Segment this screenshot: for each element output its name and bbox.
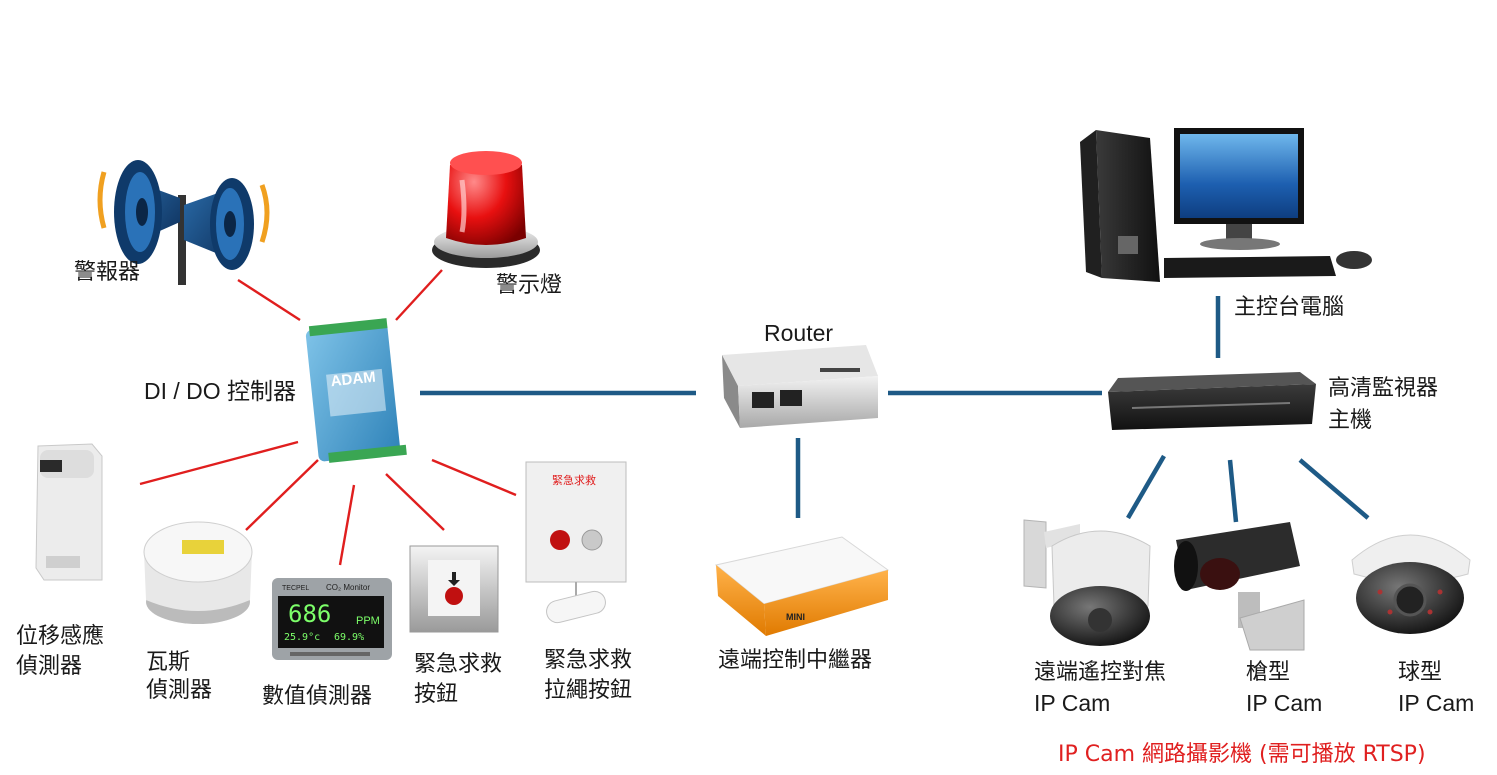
label-motion-line1: 位移感應 — [16, 624, 105, 649]
label-dome-line1: 球型 — [1398, 660, 1443, 685]
relay-brand-label: MINI — [786, 612, 805, 622]
label-button-line1: 緊急求救 — [414, 652, 503, 677]
label-motion-line2: 偵測器 — [16, 654, 83, 679]
link-siren — [237, 278, 301, 322]
dido-controller-icon: ADAM — [305, 318, 407, 463]
co2-unit-label: PPM — [356, 615, 380, 627]
io-links — [139, 269, 517, 566]
adam-brand-label: ADAM — [330, 369, 377, 391]
label-warning-light: 警示燈 — [496, 273, 563, 298]
link-gas-sensor — [245, 459, 319, 531]
motion-sensor-icon — [35, 443, 103, 581]
co2-value-label: 686 — [288, 600, 331, 628]
co2-temp-label: 25.9°c — [284, 632, 320, 643]
link-numeric-sensor — [338, 484, 356, 566]
label-gas-line1: 瓦斯 — [146, 650, 191, 675]
label-ptz-line1: 遠端遙控對焦 — [1034, 660, 1167, 685]
main-pc-icon — [1080, 128, 1372, 282]
router-icon — [722, 345, 878, 428]
label-pull-line2: 拉繩按鈕 — [544, 678, 633, 703]
label-pull-line1: 緊急求救 — [544, 648, 633, 673]
label-bullet-line2: IP Cam — [1246, 690, 1323, 716]
link-pull-button — [431, 458, 517, 497]
co2-monitor-icon: TECPEL CO₂ Monitor 686 PPM 25.9°c 69.9% — [272, 578, 392, 660]
label-dvr-line2: 主機 — [1328, 408, 1373, 433]
ptz-camera-icon — [1023, 519, 1151, 646]
co2-hum-label: 69.9% — [334, 632, 364, 643]
label-router: Router — [764, 320, 834, 346]
ipcam-note: IP Cam 網路攝影機 (需可播放 RTSP) — [1058, 742, 1426, 767]
label-dvr-line1: 高清監視器 — [1328, 376, 1439, 401]
label-dome-line2: IP Cam — [1398, 690, 1475, 716]
link-dvr-ptz — [1126, 454, 1166, 520]
link-dvr-bullet — [1227, 459, 1239, 523]
link-button — [385, 473, 445, 531]
gas-sensor-icon — [143, 521, 253, 624]
panel-title-label: 緊急求救 — [552, 473, 596, 487]
label-ptz-line2: IP Cam — [1034, 690, 1111, 716]
link-motion-sensor — [139, 440, 299, 486]
siren-icon — [97, 160, 270, 285]
co2-title-label: CO₂ Monitor — [326, 583, 370, 592]
warning-light-icon — [432, 151, 540, 268]
label-button-line2: 按鈕 — [414, 682, 459, 707]
dome-camera-icon — [1351, 534, 1471, 634]
label-gas-line2: 偵測器 — [146, 678, 213, 703]
label-bullet-line1: 槍型 — [1246, 660, 1291, 685]
label-siren: 警報器 — [74, 260, 141, 285]
co2-brand-label: TECPEL — [282, 585, 309, 592]
label-relay: 遠端控制中繼器 — [718, 648, 873, 673]
link-warning-light — [395, 269, 443, 321]
label-numeric-sensor: 數值偵測器 — [262, 684, 373, 709]
dvr-icon — [1108, 372, 1316, 430]
pull-button-icon: 緊急求救 — [525, 461, 627, 624]
emergency-button-icon — [409, 545, 499, 633]
network-links — [420, 296, 1370, 523]
bullet-camera-icon — [1174, 522, 1305, 651]
label-main-pc: 主控台電腦 — [1234, 295, 1345, 320]
link-dvr-dome — [1298, 458, 1370, 520]
relay-icon: MINI — [714, 536, 890, 636]
label-dido-controller: DI / DO 控制器 — [144, 378, 297, 404]
